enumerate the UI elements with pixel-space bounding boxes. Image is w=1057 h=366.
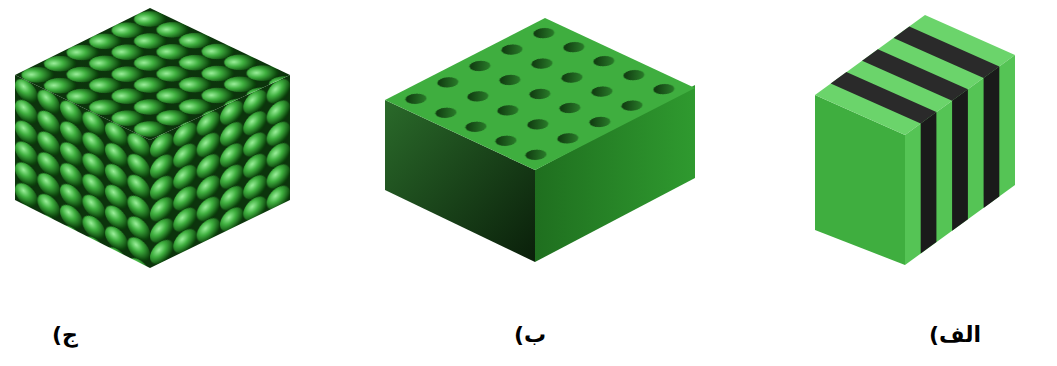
dark-stripe — [921, 112, 937, 254]
dark-stripe — [894, 26, 1000, 78]
cube-top-face — [15, 8, 290, 140]
sphere-cube — [15, 8, 290, 268]
dark-stripe — [952, 89, 968, 230]
panel-label: ج) — [52, 322, 78, 348]
striped-block — [815, 15, 1015, 265]
panel-label: ب) — [514, 322, 546, 348]
dark-stripe — [984, 66, 1000, 208]
porous-block — [385, 18, 695, 262]
block-top-face — [385, 18, 695, 170]
panel-label: الف) — [929, 322, 981, 348]
